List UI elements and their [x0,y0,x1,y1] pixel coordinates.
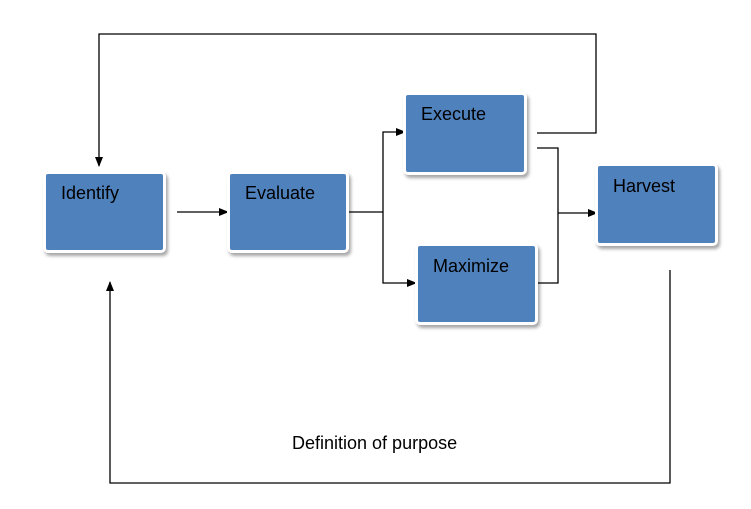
connector-feedback-top [95,33,597,167]
connector-maximize-merge [537,213,559,284]
connector-feedback-bottom [106,270,671,484]
node-harvest-label: Harvest [613,176,676,196]
connector-split-execute [382,128,406,212]
node-execute [403,92,527,175]
node-execute-label: Execute [421,104,487,124]
connector-execute-merge [537,147,559,213]
node-maximize-label: Maximize [433,256,510,276]
node-harvest [595,163,718,246]
node-identify-label: Identify [61,183,120,203]
caption-definition-of-purpose: Definition of purpose [292,433,458,453]
connector-split-maximize [382,212,417,287]
node-evaluate-label: Evaluate [245,183,316,203]
node-evaluate [227,171,349,253]
node-maximize [415,243,538,325]
node-identify [43,171,166,253]
